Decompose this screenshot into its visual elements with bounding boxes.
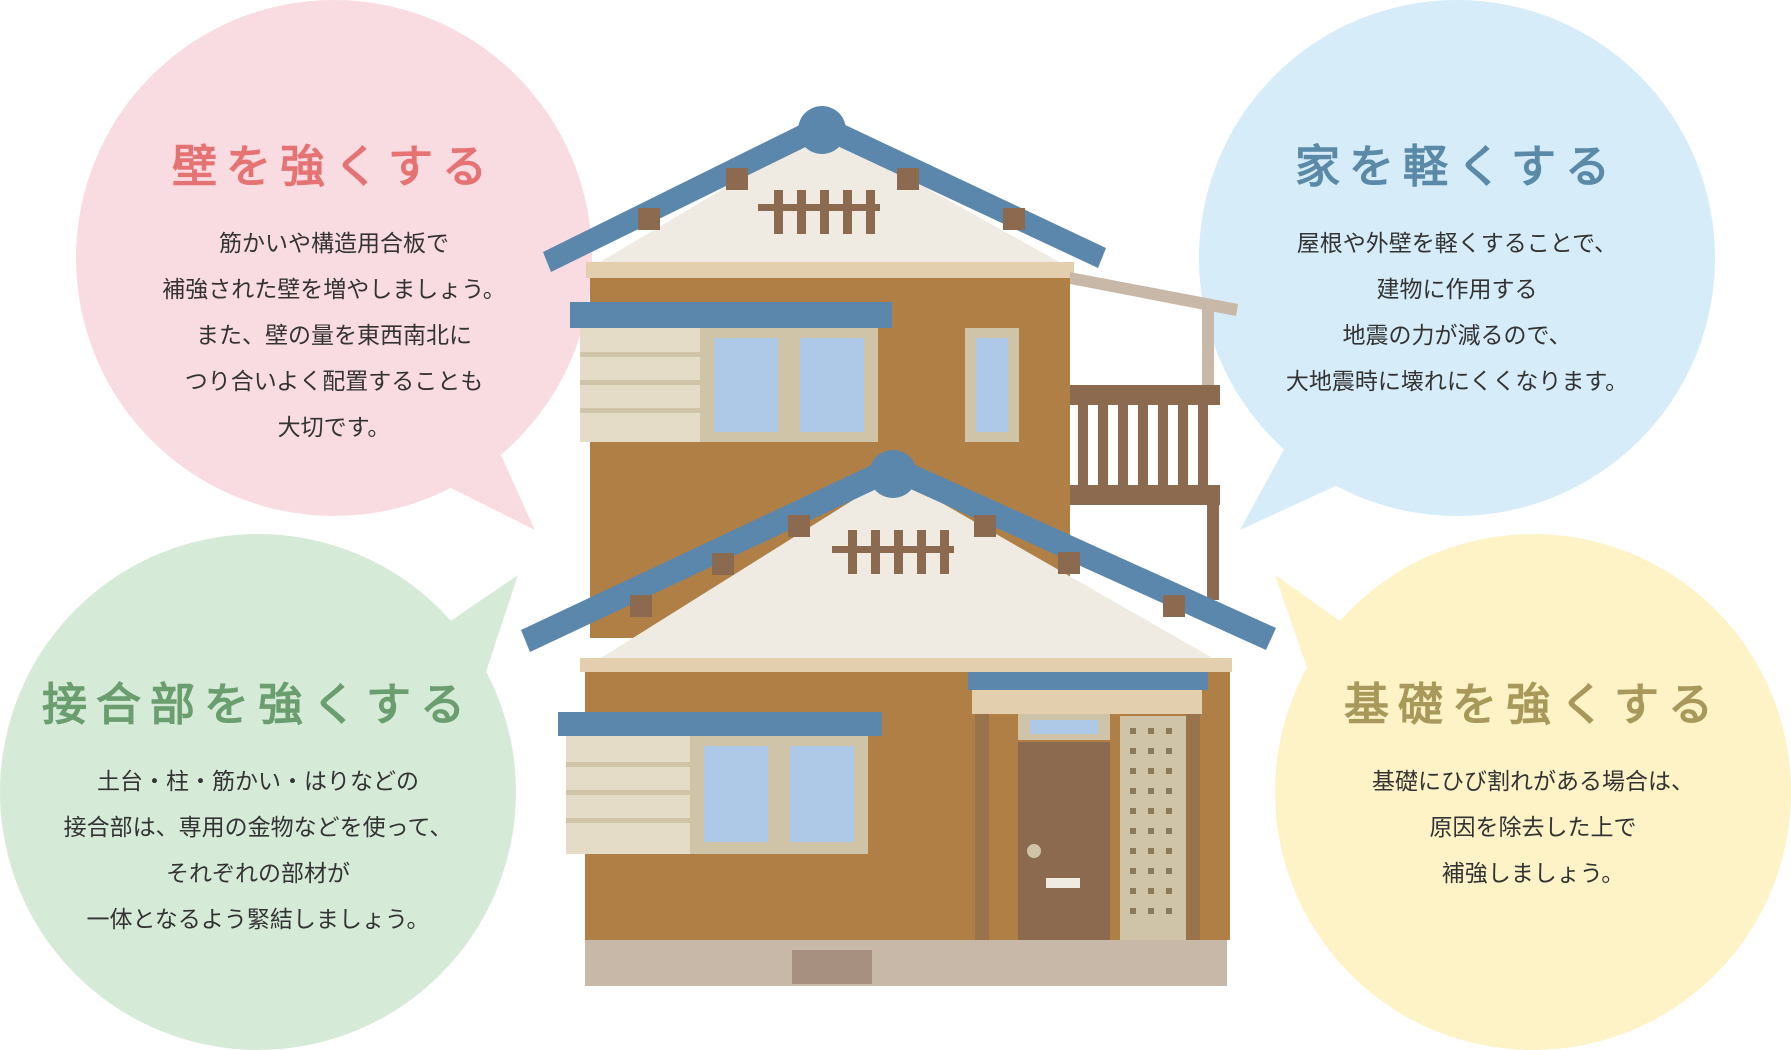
upper-roof-bolts [638,168,1025,230]
joints-title: 接合部を強くする [41,678,474,731]
lower-roof-bolts [630,515,1185,617]
balcony-roof [1070,272,1238,388]
foundation-body: 基礎にひび割れがある場合は、 原因を除去した上で 補強しましょう。 [1333,759,1733,897]
upper-gable [590,130,1070,268]
lattice-dots [1130,728,1172,914]
foundation-title: 基礎を強くする [1343,678,1722,731]
upper-roof [543,106,1106,272]
joints-line: 接合部は、専用の金物などを使って、 [63,815,453,841]
lighten-line: 建物に作用する [1376,277,1538,303]
upper-awning [570,302,892,328]
front-door [1018,742,1110,940]
joints-line: それぞれの部材が [166,861,350,887]
lighten-line: 屋根や外壁を軽くすることで、 [1296,231,1618,257]
lighten-line: 大地震時に壊れにくくなります。 [1285,369,1629,395]
house-foundation [585,940,1227,986]
joints-line: 土台・柱・筋かい・はりなどの [97,769,419,795]
joints-bubble [0,534,518,1050]
foundation-vent [792,950,872,984]
foundation-text: 基礎を強くする 基礎にひび割れがある場合は、 原因を除去した上で 補強しましょう… [1333,668,1733,897]
walls-line: 大切です。 [277,415,391,441]
upper-gable-vent [758,190,880,234]
walls-bubble [76,0,592,530]
walls-body: 筋かいや構造用合板で 補強された壁を増やしましょう。 また、壁の量を東西南北に … [134,221,534,451]
foundation-line: 原因を除去した上で [1429,815,1637,841]
lower-window [690,736,868,854]
joints-line: 一体となるよう緊結しましょう。 [86,907,430,933]
joints-body: 土台・柱・筋かい・はりなどの 接合部は、専用の金物などを使って、 それぞれの部材… [38,759,478,943]
joints-text: 接合部を強くする 土台・柱・筋かい・はりなどの 接合部は、専用の金物などを使って… [38,668,478,943]
walls-text: 壁を強くする 筋かいや構造用合板で 補強された壁を増やしましょう。 また、壁の量… [134,130,534,451]
walls-title: 壁を強くする [171,140,496,193]
lower-gable [585,475,1230,668]
lighten-title: 家を軽くする [1294,140,1619,193]
foundation-line: 基礎にひび割れがある場合は、 [1372,769,1694,795]
upper-small-window [965,328,1019,442]
foundation-line: 補強しましょう。 [1441,861,1625,887]
lighten-body: 屋根や外壁を軽くすることで、 建物に作用する 地震の力が減るので、 大地震時に壊… [1257,221,1657,405]
balcony-railing [1070,385,1220,600]
walls-line: 補強された壁を増やしましょう。 [162,277,506,303]
walls-line: 筋かいや構造用合板で [219,231,449,257]
house-illustration [521,106,1276,986]
lighten-line: 地震の力が減るので、 [1342,323,1572,349]
walls-line: つり合いよく配置することも [184,369,484,395]
lower-siding [566,736,690,854]
lighten-text: 家を軽くする 屋根や外壁を軽くすることで、 建物に作用する 地震の力が減るので、… [1257,130,1657,405]
upper-siding [580,328,700,442]
lower-gable-vent [832,530,954,574]
upper-window [700,328,878,442]
lower-awning [558,712,882,736]
foundation-bubble [1275,534,1791,1050]
walls-line: また、壁の量を東西南北に [196,323,472,349]
lighten-bubble [1199,0,1715,530]
